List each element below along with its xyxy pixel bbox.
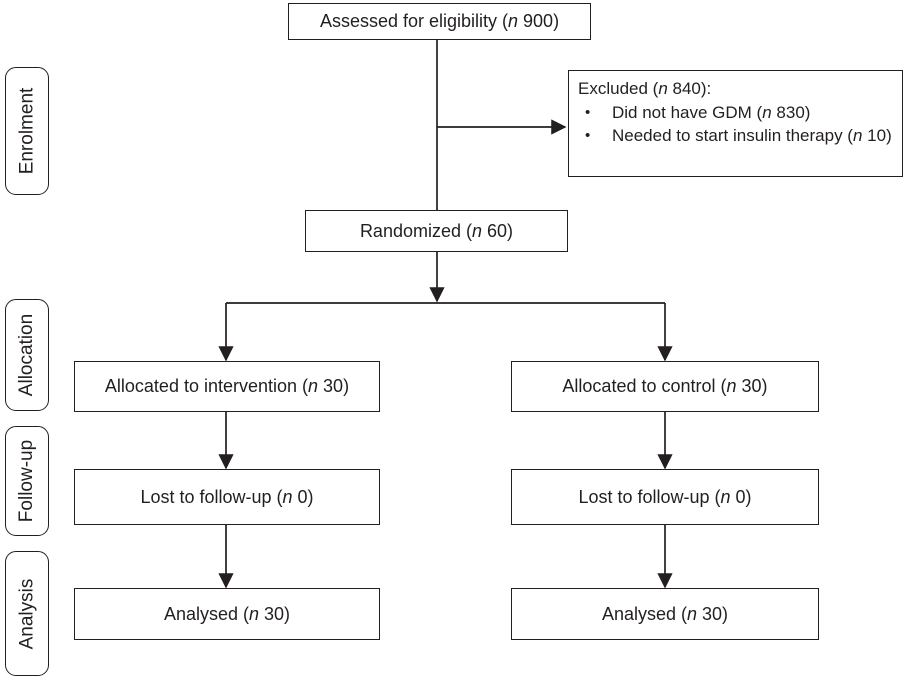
bullet-text: Did not have GDM (n 830) <box>612 102 811 122</box>
stage-label-text: Allocation <box>16 313 38 397</box>
box-label: Analysed (n 30) <box>163 603 291 624</box>
box-label: Allocated to control (n 30) <box>562 376 768 396</box>
excluded-box: Excluded (n 840): • Did not have GDM (n … <box>568 70 903 177</box>
box-label: Assessed for eligibility (n 900) <box>319 11 560 31</box>
stage-label-text: Analysis <box>16 578 37 649</box>
bullet-icon: • <box>585 103 591 121</box>
excluded-bullet-1: • Did not have GDM (n 830) <box>578 101 894 125</box>
box-label: Lost to follow-up (n 0) <box>140 486 314 507</box>
stage-label-analysis: Analysis <box>5 551 49 676</box>
excluded-bullet-2: • Needed to start insulin therapy (n 10) <box>578 124 894 148</box>
box-label: Lost to follow-up (n 0) <box>578 486 752 507</box>
randomized-box: Randomized (n 60) <box>305 210 568 252</box>
excluded-header: Excluded (n 840): <box>578 79 712 98</box>
stage-label-text: Follow-up <box>16 439 37 523</box>
analysed-intervention-box: Analysed (n 30) <box>74 588 380 640</box>
stage-label-text: Enrolment <box>16 87 38 175</box>
assessed-eligibility-box: Assessed for eligibility (n 900) <box>288 3 591 40</box>
box-label: Allocated to intervention (n 30) <box>104 376 350 396</box>
stage-label-enrolment: Enrolment <box>5 67 49 195</box>
lost-followup-control-box: Lost to follow-up (n 0) <box>511 469 819 525</box>
box-label: Analysed (n 30) <box>601 603 729 624</box>
allocated-control-box: Allocated to control (n 30) <box>511 361 819 412</box>
allocated-intervention-box: Allocated to intervention (n 30) <box>74 361 380 412</box>
stage-label-allocation: Allocation <box>5 299 49 411</box>
bullet-icon: • <box>585 127 591 144</box>
stage-label-followup: Follow-up <box>5 426 49 536</box>
bullet-text: Needed to start insulin therapy (n 10) <box>612 126 892 145</box>
box-label: Randomized (n 60) <box>359 220 514 241</box>
analysed-control-box: Analysed (n 30) <box>511 588 819 640</box>
lost-followup-intervention-box: Lost to follow-up (n 0) <box>74 469 380 525</box>
